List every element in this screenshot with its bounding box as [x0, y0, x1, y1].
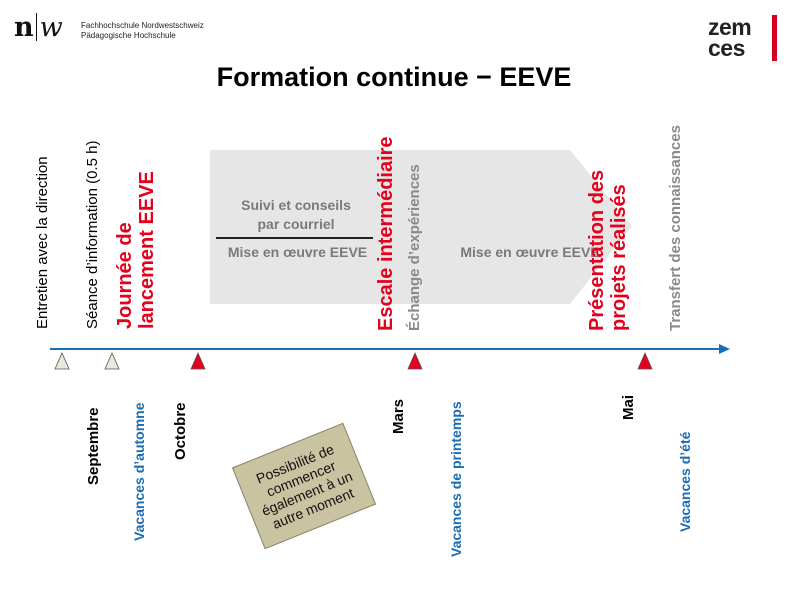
timeline-arrowhead — [719, 344, 730, 354]
fhnw-logo: n w — [14, 11, 63, 43]
suivi-separator — [216, 237, 373, 239]
label-journee-line-1: Journée de — [114, 222, 136, 329]
label-seance: Séance d’information (0.5 h) — [84, 140, 101, 329]
logo-n: n — [14, 11, 34, 43]
holiday-printemps: Vacances de printemps — [448, 401, 464, 557]
suivi-conseils-text: Suivi et conseils par courriel — [216, 196, 376, 234]
logo-divider — [35, 13, 37, 41]
holiday-automne: Vacances d’automne — [131, 402, 147, 541]
label-journee-line-2: lancement EEVE — [136, 171, 158, 329]
month-septembre: Septembre — [85, 407, 102, 485]
logo-w: w — [39, 11, 63, 43]
zemces-logo-bar — [772, 15, 777, 61]
marker-seance — [104, 352, 120, 370]
holiday-ete: Vacances d’été — [677, 431, 693, 532]
mise-en-oeuvre-left: Mise en œuvre EEVE — [227, 244, 368, 260]
marker-entretien — [54, 352, 70, 370]
month-octobre: Octobre — [172, 402, 189, 460]
label-journee: Journée de lancement EEVE — [114, 171, 158, 329]
mise-en-oeuvre-right: Mise en œuvre EEVE — [460, 244, 600, 260]
label-transfert: Transfert des connaissances — [667, 125, 684, 331]
page-title: Formation continue − EEVE — [216, 62, 572, 92]
marker-escale — [407, 352, 423, 370]
month-mars: Mars — [390, 398, 407, 434]
label-entretien: Entretien avec la direction — [34, 156, 51, 329]
label-presentation-line-2: projets réalisés — [608, 184, 630, 331]
label-presentation: Présentation des projets réalisés — [586, 170, 630, 331]
marker-presentation — [637, 352, 653, 370]
label-presentation-line-1: Présentation des — [586, 169, 608, 331]
logo-zem: zem — [708, 14, 752, 40]
zemces-logo: zem ces — [708, 14, 752, 61]
grey-process-arrow — [210, 150, 632, 304]
suivi-line-1: Suivi et conseils — [241, 197, 351, 213]
institution-line-2: Pädagogische Hochschule — [81, 31, 176, 40]
label-echange: Échange d’expériences — [406, 164, 423, 331]
month-mai: Mai — [620, 394, 637, 420]
label-escale: Escale intermédiaire — [375, 136, 397, 331]
institution-name: Fachhochschule Nordwestschweiz Pädagogis… — [81, 21, 204, 41]
suivi-line-2: par courriel — [257, 216, 335, 232]
marker-journee — [190, 352, 206, 370]
institution-line-1: Fachhochschule Nordwestschweiz — [81, 21, 204, 30]
logo-ces: ces — [708, 35, 745, 61]
